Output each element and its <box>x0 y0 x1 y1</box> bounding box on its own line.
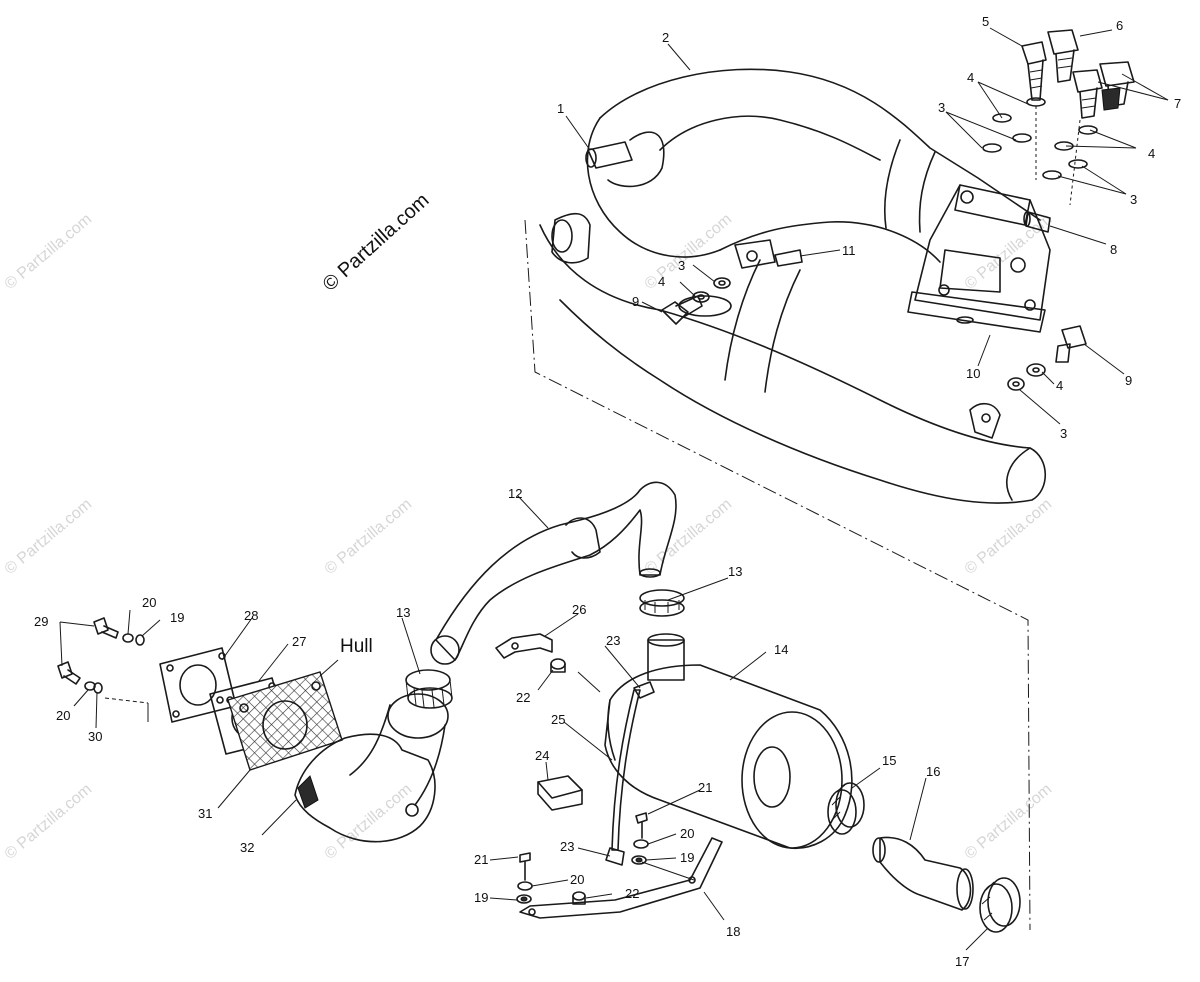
part-22-pin <box>550 658 566 673</box>
bolt-set-left <box>661 277 731 325</box>
part-24-block <box>537 775 583 811</box>
callout-8: 8 <box>1110 242 1117 257</box>
callout-26: 26 <box>572 602 586 617</box>
part-32-elbow <box>294 693 449 843</box>
watermark: © Partzilla.com <box>322 781 416 863</box>
watermark: © Partzilla.com <box>322 496 416 578</box>
callout-27: 27 <box>292 634 306 649</box>
part-8-stud <box>1023 211 1051 233</box>
callout-1: 1 <box>557 101 564 116</box>
watermark: © Partzilla.com <box>2 496 96 578</box>
screw-set-lower-right <box>631 812 649 865</box>
part-26-bracket <box>495 633 553 659</box>
callout-29: 29 <box>34 614 48 629</box>
bolt-set-right <box>1007 325 1087 391</box>
callout-7: 7 <box>1174 96 1181 111</box>
callout-4: 4 <box>658 274 665 289</box>
callout-21: 21 <box>474 852 488 867</box>
callout-12: 12 <box>508 486 522 501</box>
callout-10: 10 <box>966 366 980 381</box>
callout-13: 13 <box>396 605 410 620</box>
callout-13: 13 <box>728 564 742 579</box>
callout-22: 22 <box>516 690 530 705</box>
part-29-screw-lower <box>57 661 103 694</box>
part-18-bracket <box>519 837 723 919</box>
callout-24: 24 <box>535 748 549 763</box>
callout-11: 11 <box>842 243 856 258</box>
callout-20: 20 <box>142 595 156 610</box>
callout-25: 25 <box>551 712 565 727</box>
callout-14: 14 <box>774 642 788 657</box>
copyright-text: © Partzilla.com <box>319 189 434 296</box>
part-10-manifold-flange <box>907 184 1051 333</box>
watermark: © Partzilla.com <box>2 781 96 863</box>
callout-labels: 1 2 5 6 4 7 3 4 3 8 11 3 4 9 10 9 4 3 12… <box>34 14 1181 969</box>
part-15-clamp <box>827 782 865 835</box>
phantom-outline <box>524 219 1031 931</box>
callout-31: 31 <box>198 806 212 821</box>
part-16-outlet <box>872 836 974 911</box>
callout-4: 4 <box>1148 146 1155 161</box>
callout-19: 19 <box>170 610 184 625</box>
part-12-hose <box>430 481 677 665</box>
callout-28: 28 <box>244 608 258 623</box>
callout-3: 3 <box>1130 192 1137 207</box>
callout-30: 30 <box>88 729 102 744</box>
callout-21: 21 <box>698 780 712 795</box>
callout-4: 4 <box>1056 378 1063 393</box>
callout-3: 3 <box>1060 426 1067 441</box>
watermark: © Partzilla.com <box>2 211 96 293</box>
callout-17: 17 <box>955 954 969 969</box>
bolt-set-upper <box>982 29 1135 206</box>
callout-6: 6 <box>1116 18 1123 33</box>
callout-32: 32 <box>240 840 254 855</box>
callout-23: 23 <box>606 633 620 648</box>
part-29-screw-upper <box>93 617 145 646</box>
leader-lines <box>59 27 1169 951</box>
part-22-pin-lower <box>572 891 586 905</box>
part-31-mesh-gasket <box>227 671 343 771</box>
screw-set-lower-left <box>516 852 533 904</box>
watermark: © Partzilla.com <box>962 496 1056 578</box>
hull-label: Hull <box>340 636 373 657</box>
part-11-fitting <box>774 249 803 267</box>
callout-16: 16 <box>926 764 940 779</box>
part-14-muffler <box>604 633 853 850</box>
watermark: © Partzilla.com <box>962 781 1056 863</box>
exhaust-pipe <box>539 68 1046 504</box>
callout-3: 3 <box>678 258 685 273</box>
callout-22: 22 <box>625 886 639 901</box>
callout-4: 4 <box>967 70 974 85</box>
part-1-fitting <box>585 131 665 188</box>
part-13-clamp-left <box>405 669 453 709</box>
watermark-layer: © Partzilla.com © Partzilla.com © Partzi… <box>2 211 1056 863</box>
callout-19: 19 <box>474 890 488 905</box>
callout-20: 20 <box>570 872 584 887</box>
callout-3: 3 <box>938 100 945 115</box>
watermark: © Partzilla.com <box>642 496 736 578</box>
callout-19: 19 <box>680 850 694 865</box>
callout-2: 2 <box>662 30 669 45</box>
callout-20: 20 <box>680 826 694 841</box>
part-28-gasket <box>159 647 237 723</box>
part-25-strap <box>605 681 655 866</box>
part-13-clamp-top <box>639 589 685 617</box>
callout-5: 5 <box>982 14 989 29</box>
callout-9: 9 <box>1125 373 1132 388</box>
part-17-clamp <box>979 877 1021 933</box>
callout-20: 20 <box>56 708 70 723</box>
callout-9: 9 <box>632 294 639 309</box>
callout-23: 23 <box>560 839 574 854</box>
callout-18: 18 <box>726 924 740 939</box>
watermark: © Partzilla.com <box>962 211 1056 293</box>
callout-15: 15 <box>882 753 896 768</box>
